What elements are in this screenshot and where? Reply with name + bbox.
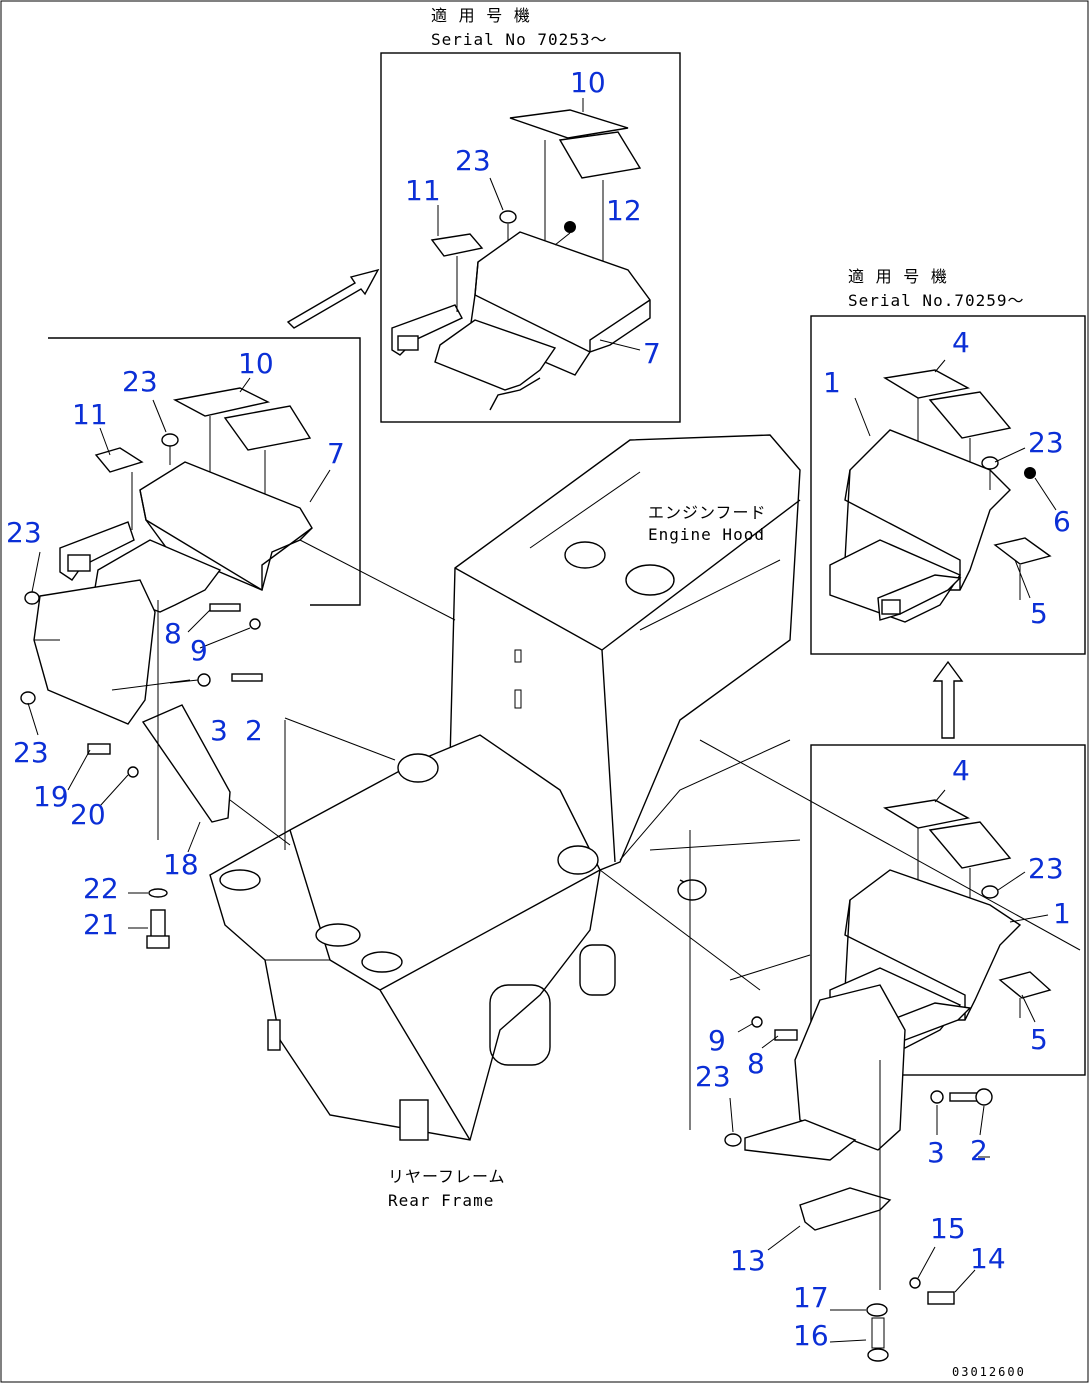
- inset-top-caption-en: Serial No 70253～: [431, 30, 608, 49]
- rear-frame-label-en: Rear Frame: [388, 1191, 494, 1210]
- callout-13-right: 13: [730, 1244, 766, 1277]
- callout-23-left-c: 23: [13, 736, 49, 769]
- engine-hood-label-jp: エンジンフード: [648, 503, 767, 522]
- callout-3-right: 3: [927, 1136, 945, 1169]
- leader-frame-to-right: [599, 869, 761, 991]
- callout-11-left: 11: [72, 398, 108, 431]
- callout-10-left: 10: [238, 347, 274, 380]
- callout-22-left: 22: [83, 872, 119, 905]
- callout-23-left-b: 23: [6, 516, 42, 549]
- inset-frame-left: [48, 337, 361, 606]
- top-inset-cover-drawing: [391, 109, 651, 411]
- inset-frame-top: [380, 52, 681, 423]
- right-bottom-inset-cover-drawing: [724, 799, 1052, 1362]
- callout-8-right: 8: [747, 1047, 765, 1080]
- callout-numbers: 10 23 11 12 7 10 23 11 7 23 8 9 3 2 23 1…: [6, 66, 1071, 1352]
- callout-3-left: 3: [210, 714, 228, 747]
- callout-4-right-bottom: 4: [952, 754, 970, 787]
- callout-7-left: 7: [327, 437, 345, 470]
- callout-1-right-bottom: 1: [1053, 897, 1071, 930]
- callout-4-right-top: 4: [952, 326, 970, 359]
- callout-9-left: 9: [190, 634, 208, 667]
- leader-hood-to-right: [699, 739, 1081, 951]
- leader-right-horizontal: [649, 839, 801, 851]
- callout-11-top: 11: [405, 174, 441, 207]
- callout-14-right: 14: [970, 1242, 1006, 1275]
- rear-frame-label-jp: リヤーフレーム: [388, 1167, 506, 1186]
- right-top-inset-cover-drawing: [829, 369, 1052, 623]
- inset-frame-right-bottom: [810, 744, 1086, 1076]
- callout-23-right-top: 23: [1028, 426, 1064, 459]
- callout-10-top: 10: [570, 66, 606, 99]
- inset-right-caption-en: Serial No.70259～: [848, 291, 1025, 310]
- callout-19-left: 19: [33, 780, 69, 813]
- figure-id: 03012600: [952, 1365, 1026, 1379]
- arrow-up-to-right-inset: [932, 660, 964, 739]
- callout-21-left: 21: [83, 908, 119, 941]
- callout-12-top: 12: [606, 194, 642, 227]
- callout-17-right: 17: [793, 1281, 829, 1314]
- callout-18-left: 18: [163, 848, 199, 881]
- callout-5-right-top: 5: [1030, 597, 1048, 630]
- left-inset-cover-drawing: [20, 387, 313, 949]
- inset-top-caption-jp: 適 用 号 機: [431, 6, 531, 25]
- rear-frame-drawing: [209, 717, 707, 1141]
- callout-6-right-top: 6: [1053, 505, 1071, 538]
- callout-23-left-a: 23: [122, 365, 158, 398]
- callout-9-right: 9: [708, 1024, 726, 1057]
- callout-5-right-bottom: 5: [1030, 1023, 1048, 1056]
- callout-23-top: 23: [455, 144, 491, 177]
- callout-23-right-c: 23: [695, 1060, 731, 1093]
- inset-frame-right-top: [810, 315, 1086, 655]
- callout-23-right-bottom: 23: [1028, 852, 1064, 885]
- callout-8-left: 8: [164, 617, 182, 650]
- callout-1-right-top: 1: [823, 366, 841, 399]
- callout-15-right: 15: [930, 1212, 966, 1245]
- callout-16-right: 16: [793, 1319, 829, 1352]
- callout-2-right: 2: [970, 1134, 988, 1167]
- engine-hood-label-en: Engine Hood: [648, 525, 765, 544]
- callout-20-left: 20: [70, 798, 106, 831]
- callout-leaders: [27, 98, 1057, 1343]
- leader-left-to-frame: [299, 539, 456, 621]
- inset-right-caption-jp: 適 用 号 機: [848, 267, 948, 286]
- callout-7-top: 7: [643, 337, 661, 370]
- leader-right-to-inset: [729, 954, 811, 981]
- callout-2-left: 2: [245, 714, 263, 747]
- arrow-to-top-inset: [286, 268, 380, 329]
